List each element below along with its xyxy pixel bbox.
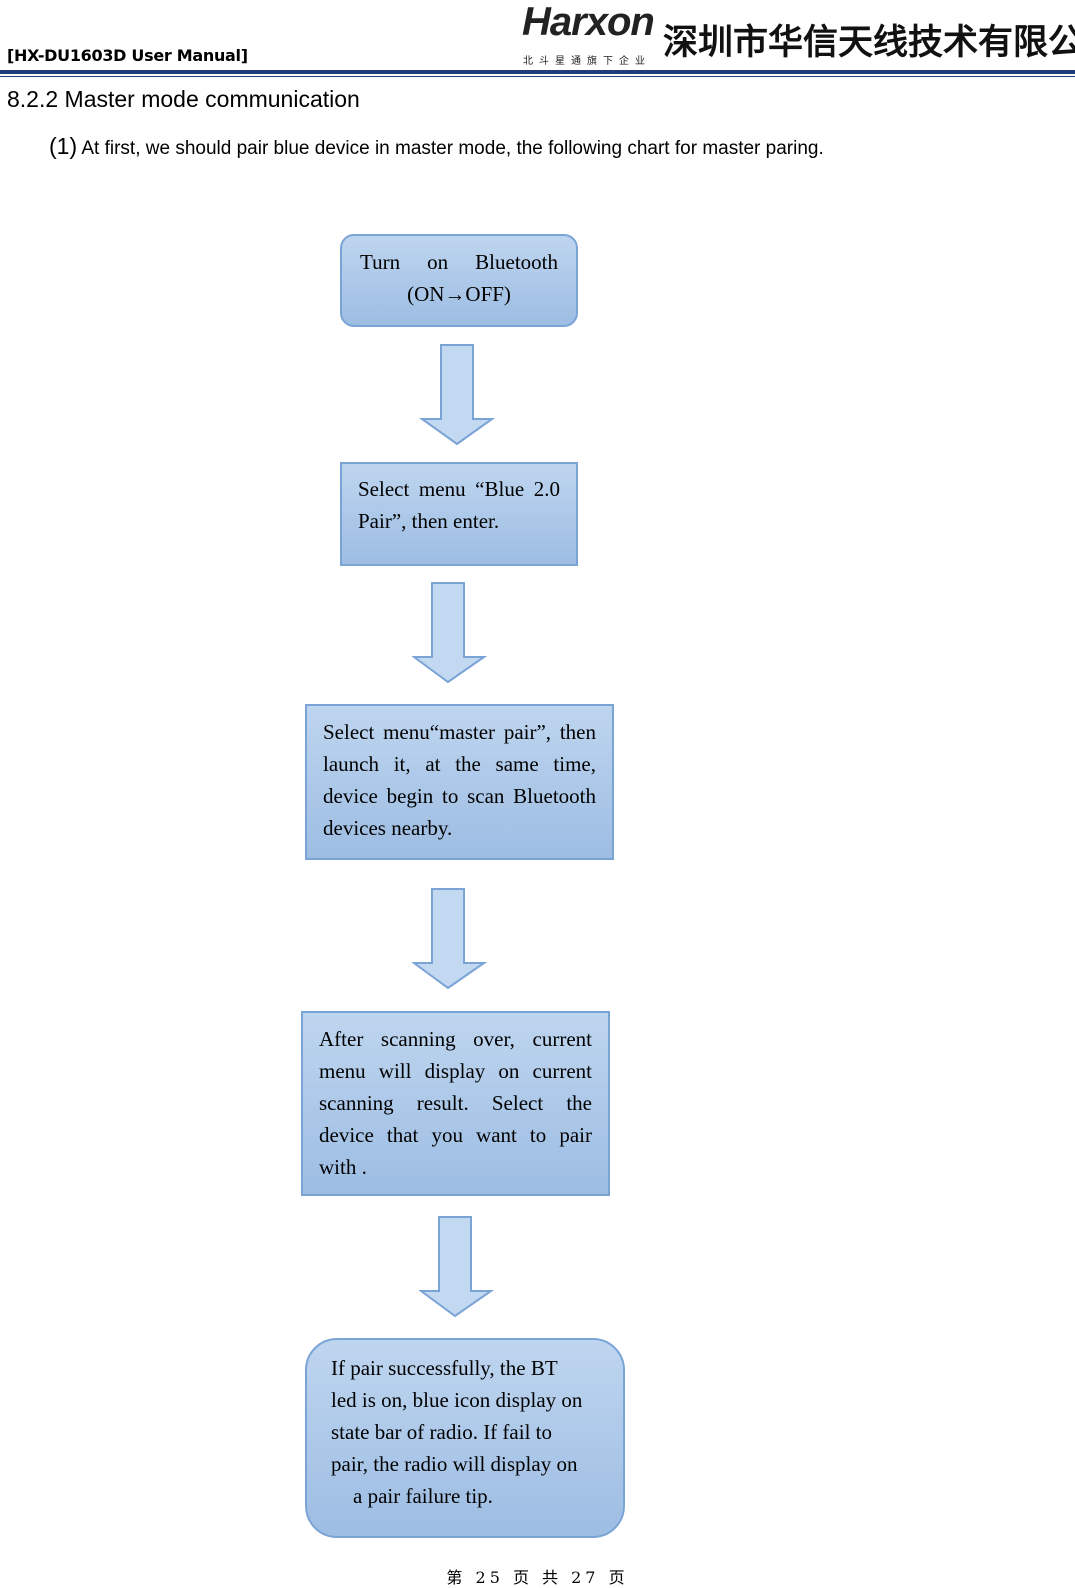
- flow-arrow-2: [412, 582, 488, 684]
- flow-step-select-device: After scanning over, current menu will d…: [301, 1011, 610, 1196]
- step5-line5: a pair failure tip.: [353, 1484, 493, 1508]
- intro-number: (1): [49, 133, 78, 159]
- header-rule: [0, 70, 1075, 74]
- company-name: 深圳市华信天线技术有限公司: [663, 23, 1075, 63]
- harxon-logo: Harxon 北斗星通旗下企业: [522, 0, 655, 70]
- step1-word: Turn: [360, 250, 401, 274]
- section-heading: 8.2.2 Master mode communication: [7, 86, 360, 112]
- step5-line2: led is on, blue icon display on: [331, 1388, 583, 1412]
- flow-arrow-4: [419, 1216, 495, 1318]
- flow-step-pair-result: If pair successfully, the BT led is on, …: [305, 1338, 625, 1538]
- step5-line3: state bar of radio. If fail to: [331, 1420, 552, 1444]
- intro-text: At first, we should pair blue device in …: [77, 138, 824, 159]
- step1-word: Bluetooth: [475, 250, 558, 274]
- step1-line1: Turn on Bluetooth: [360, 246, 558, 278]
- step1-word: on: [427, 250, 449, 274]
- step3-text: Select menu“master pair”, then launch it…: [323, 720, 596, 840]
- header-rule-thin: [0, 76, 1075, 77]
- intro-paragraph: (1) At first, we should pair blue device…: [49, 133, 824, 160]
- step5-line4: pair, the radio will display on: [331, 1452, 578, 1476]
- step4-text: After scanning over, current menu will d…: [319, 1027, 592, 1179]
- logo-tagline: 北斗星通旗下企业: [523, 56, 651, 67]
- flow-step-master-pair: Select menu“master pair”, then launch it…: [305, 704, 614, 860]
- flow-arrow-1: [419, 344, 495, 446]
- page-footer: 第 25 页 共 27 页: [446, 1568, 629, 1587]
- step5-line1: If pair successfully, the BT: [331, 1356, 558, 1380]
- flow-step-select-blue-pair: Select menu “Blue 2.0 Pair”, then enter.: [340, 462, 578, 566]
- step2-text: Select menu “Blue 2.0 Pair”, then enter.: [358, 477, 560, 533]
- logo-wordmark: Harxon: [522, 0, 655, 44]
- flow-arrow-3: [412, 888, 488, 990]
- document-title: [HX-DU1603D User Manual]: [7, 46, 248, 65]
- flow-step-turn-on-bluetooth: Turn on Bluetooth (ON→OFF): [340, 234, 578, 327]
- step1-line2: (ON→OFF): [407, 282, 511, 306]
